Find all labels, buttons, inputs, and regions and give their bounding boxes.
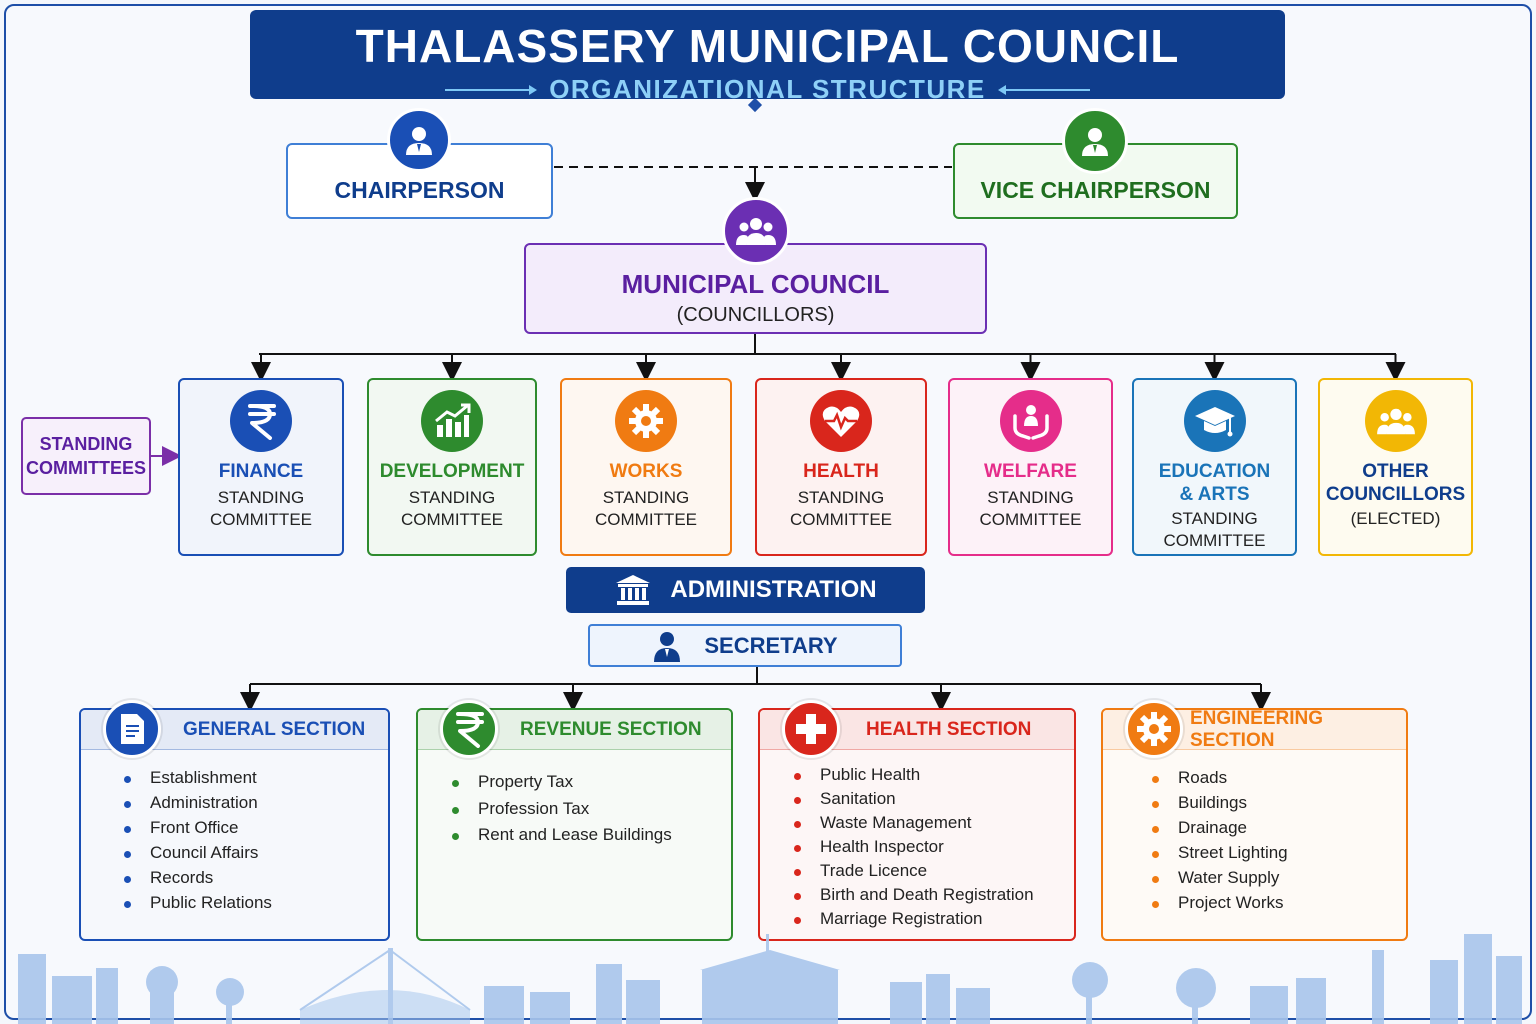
section-item: Project Works — [1152, 893, 1288, 918]
right-arrow-ornament — [997, 84, 1090, 95]
city-skyline-illustration — [18, 934, 1522, 1024]
committee-subtitle: STANDING — [1171, 509, 1258, 528]
section-item: Front Office — [124, 818, 272, 843]
committee-title: FINANCE — [218, 461, 304, 482]
section-item: Public Relations — [124, 893, 272, 918]
rupee-icon — [440, 700, 498, 758]
committee-title: OTHER — [1362, 461, 1429, 482]
committee-title: & ARTS — [1179, 484, 1250, 505]
heart-pulse-icon — [810, 390, 872, 452]
title-banner: THALASSERY MUNICIPAL COUNCIL ORGANIZATIO… — [250, 10, 1285, 104]
section-title: GENERAL SECTION — [183, 718, 366, 740]
standing-committees-label: STANDING COMMITTEES — [21, 417, 151, 495]
section-item: Profession Tax — [452, 799, 672, 826]
person-icon — [1062, 108, 1128, 174]
committee-card: WORKS STANDING COMMITTEE — [560, 378, 732, 556]
section-title: ENGINEERING SECTION — [1190, 707, 1324, 751]
committee-title: WORKS — [609, 461, 683, 482]
document-icon — [103, 700, 161, 758]
committee-subtitle: COMMITTEE — [1163, 531, 1266, 550]
committee-title: HEALTH — [803, 461, 879, 482]
committee-subtitle: COMMITTEE — [790, 510, 892, 529]
committee-subtitle: STANDING — [987, 488, 1074, 507]
committee-title: WELFARE — [984, 461, 1077, 482]
committee-subtitle: COMMITTEE — [210, 510, 312, 529]
committee-card: WELFARE STANDING COMMITTEE — [948, 378, 1113, 556]
committee-subtitle: COMMITTEE — [401, 510, 503, 529]
vice-chairperson-label: VICE CHAIRPERSON — [980, 176, 1211, 203]
section-item: Health Inspector — [794, 837, 1034, 861]
section-item: Marriage Registration — [794, 909, 1034, 933]
committee-subtitle: STANDING — [797, 488, 885, 507]
section-item: Rent and Lease Buildings — [452, 825, 672, 852]
committee-card: DEVELOPMENT STANDING COMMITTEE — [367, 378, 537, 556]
section-item: Trade Licence — [794, 861, 1034, 885]
section-item: Street Lighting — [1152, 843, 1288, 868]
group-icon — [722, 197, 790, 265]
section-item: Property Tax — [452, 772, 672, 799]
building-icon — [616, 575, 651, 605]
gear-icon — [1125, 700, 1183, 758]
page-subtitle: ORGANIZATIONAL STRUCTURE — [549, 74, 986, 104]
section-item: Public Health — [794, 765, 1034, 789]
left-arrow-ornament — [445, 84, 538, 95]
council-title: MUNICIPAL COUNCIL — [621, 269, 890, 299]
section-title: HEALTH SECTION — [866, 718, 1032, 740]
committee-title: DEVELOPMENT — [379, 461, 525, 482]
section-item: Sanitation — [794, 789, 1034, 813]
section-item: Waste Management — [794, 813, 1034, 837]
section-item: Water Supply — [1152, 868, 1288, 893]
person-icon — [387, 108, 451, 172]
chairperson-label: CHAIRPERSON — [334, 176, 505, 203]
secretary-box: SECRETARY — [588, 624, 902, 667]
committee-subtitle: STANDING — [217, 488, 305, 507]
rupee-icon — [230, 390, 292, 452]
committee-drop-arrows — [251, 354, 1406, 382]
growth-chart-icon — [421, 390, 483, 452]
section-item: Drainage — [1152, 818, 1288, 843]
committee-title: EDUCATION — [1158, 461, 1271, 482]
committee-card: HEALTH STANDING COMMITTEE — [755, 378, 927, 556]
committee-subtitle: STANDING — [408, 488, 496, 507]
officer-icon — [654, 631, 681, 662]
section-item: Administration — [124, 793, 272, 818]
committee-card: FINANCE STANDING COMMITTEE — [178, 378, 344, 556]
group-icon — [1364, 390, 1427, 452]
administration-label: ADMINISTRATION — [670, 576, 877, 603]
administration-bar: ADMINISTRATION — [566, 567, 925, 613]
committee-subtitle: STANDING — [602, 488, 690, 507]
medical-cross-icon — [782, 700, 840, 758]
graduation-cap-icon — [1183, 390, 1246, 452]
secretary-label: SECRETARY — [704, 632, 838, 658]
council-subtitle: (COUNCILLORS) — [676, 304, 835, 326]
section-item: Records — [124, 868, 272, 893]
section-item: Establishment — [124, 768, 272, 793]
committee-title: COUNCILLORS — [1325, 484, 1466, 505]
committee-card: EDUCATION& ARTS STANDING COMMITTEE — [1132, 378, 1297, 556]
section-item: Roads — [1152, 768, 1288, 793]
committee-subtitle: COMMITTEE — [979, 510, 1082, 529]
care-hands-icon — [999, 390, 1062, 452]
page-title: THALASSERY MUNICIPAL COUNCIL — [355, 20, 1180, 72]
section-item: Birth and Death Registration — [794, 885, 1034, 909]
section-title: REVENUE SECTION — [520, 718, 702, 740]
gear-icon — [615, 390, 677, 452]
committee-subtitle: (ELECTED) — [1350, 509, 1441, 528]
section-item: Council Affairs — [124, 843, 272, 868]
committee-subtitle: COMMITTEE — [595, 510, 697, 529]
section-item: Buildings — [1152, 793, 1288, 818]
section-drop-arrows — [240, 684, 1271, 712]
